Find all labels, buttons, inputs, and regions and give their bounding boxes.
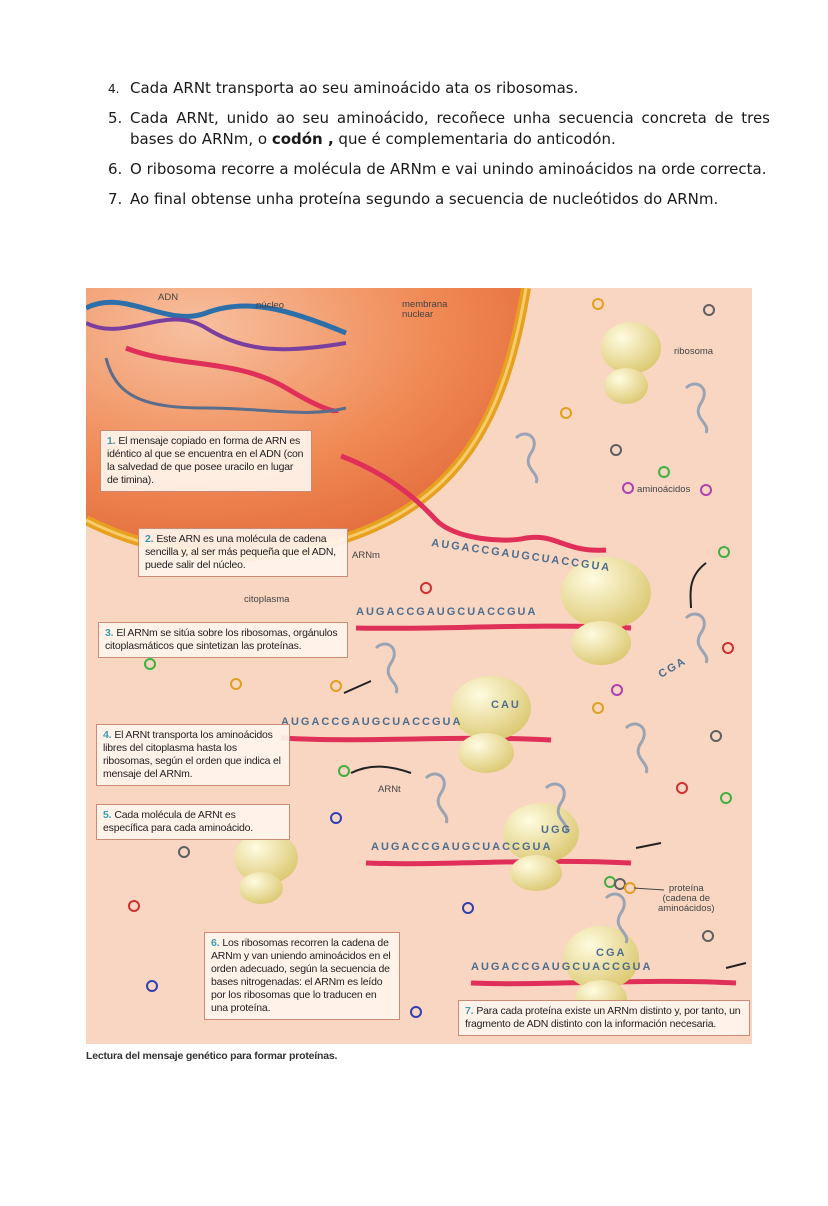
label-nucleo: núcleo: [256, 300, 284, 311]
caption-box-5: 5.Cada molécula de ARNt es específica pa…: [96, 804, 290, 840]
label-aminoacidos: aminoácidos: [637, 484, 691, 495]
ribosome-top: [601, 322, 661, 404]
trna-7: [544, 782, 569, 834]
trna-2: [514, 432, 539, 484]
instruction-steps: 4.Cada ARNt transporta ao seu aminoácido…: [108, 78, 770, 219]
trna-8: [604, 892, 629, 944]
label-adn: ADN: [158, 292, 179, 303]
codon-term: codón ,: [271, 130, 334, 148]
arrow-trna-2: [343, 680, 372, 694]
seq-5: AUGACCGAUGCUACCGUA: [371, 841, 552, 853]
anticodon-3: UGG: [541, 824, 572, 836]
figure-illustration: AUGACCGAUGCUACCGUA AUGACCGAUGCUACCGUA AU…: [86, 288, 752, 1044]
label-proteina: proteína (cadena de aminoácidos): [658, 883, 715, 914]
label-arnt: ARNt: [378, 784, 401, 795]
caption-box-3: 3.El ARNm se sitúa sobre los ribosomas, …: [98, 622, 348, 658]
amino-acid-dots: [128, 298, 734, 1018]
step-7: 7.Ao final obtense unha proteína segundo…: [108, 190, 719, 208]
protein-leader: [633, 887, 665, 891]
label-membrana: membrana nuclear: [402, 299, 448, 320]
caption-box-2: 2.Este ARN es una molécula de cadena sen…: [138, 528, 348, 577]
seq-3: AUGACCGAUGCUACCGUA: [356, 606, 537, 618]
trna-4: [684, 612, 709, 664]
ribosome-free: [234, 832, 298, 904]
caption-box-4: 4.El ARNt transporta los aminoácidos lib…: [96, 724, 290, 786]
dna-template-strand: [104, 357, 347, 414]
anticodon-4: CGA: [596, 947, 626, 959]
trna-6: [624, 722, 649, 774]
step-5: 5.Cada ARNt, unido ao seu aminoácido, re…: [108, 109, 770, 148]
dna-strand-1: [86, 299, 347, 336]
label-ribosoma: ribosoma: [674, 346, 714, 357]
caption-box-7: 7.Para cada proteína existe un ARNm dist…: [458, 1000, 750, 1036]
arrow-trna-3: [350, 765, 412, 774]
trna-1: [684, 382, 709, 434]
trna-3: [374, 642, 399, 694]
dna-strand-2: [86, 317, 347, 352]
label-arnm: ARNm: [352, 550, 380, 561]
caption-box-1: 1.El mensaje copiado en forma de ARN es …: [100, 430, 312, 492]
ribosome-4: [451, 676, 531, 773]
ribosome-3: [561, 557, 651, 665]
anticodon-2: CAU: [491, 699, 521, 711]
mrna-strand-4: [280, 735, 552, 743]
step-4: 4.Cada ARNt transporta ao seu aminoácido…: [108, 79, 579, 97]
caption-box-6: 6.Los ribosomas recorren la cadena de AR…: [204, 932, 400, 1020]
protein-chain: [604, 876, 636, 894]
step-6: 6.O ribosoma recorre a molécula de ARNm …: [108, 160, 767, 178]
translation-figure: AUGACCGAUGCUACCGUA AUGACCGAUGCUACCGUA AU…: [86, 288, 752, 1044]
figure-caption: Lectura del mensaje genético para formar…: [86, 1050, 338, 1062]
label-citoplasma: citoplasma: [244, 594, 290, 605]
seq-4: AUGACCGAUGCUACCGUA: [281, 716, 462, 728]
seq-6: AUGACCGAUGCUACCGUA: [471, 961, 652, 973]
mrna-strand-5: [365, 858, 632, 867]
trna-5: [424, 772, 449, 824]
arrow-trna-1: [689, 562, 707, 609]
arrow-forward-6: [725, 962, 747, 969]
exiting-mrna: [340, 453, 607, 553]
arrow-forward-5: [635, 842, 662, 849]
